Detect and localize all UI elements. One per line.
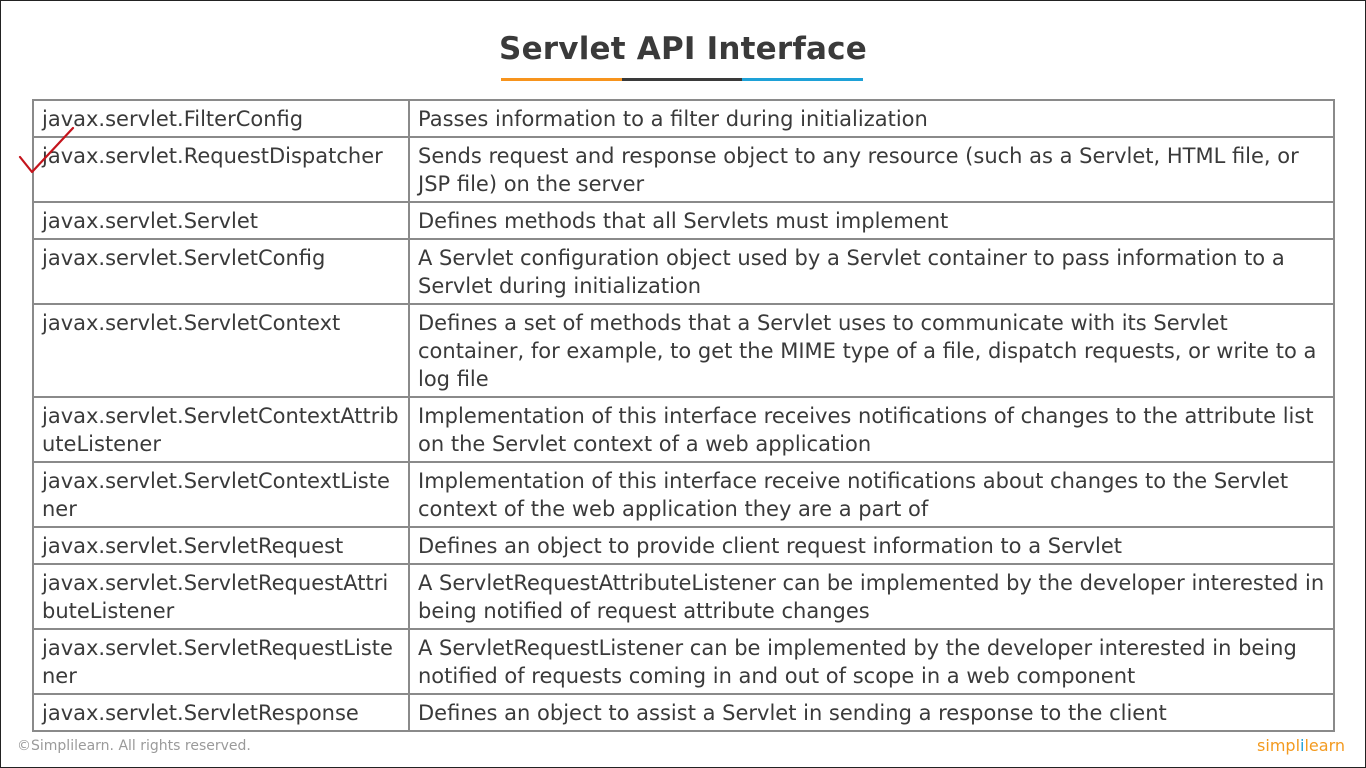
interface-description-cell: A ServletRequestAttributeListener can be… (408, 563, 1335, 630)
interface-description-cell: Defines methods that all Servlets must i… (408, 201, 1335, 240)
interface-description-cell: Defines an object to provide client requ… (408, 526, 1335, 565)
interface-name-cell: javax.servlet.ServletContextAttributeLis… (32, 396, 410, 463)
title-underline (501, 78, 864, 81)
logo-text-bar: i (1300, 736, 1305, 755)
table-row: javax.servlet.ServletRequestListener A S… (32, 628, 1335, 695)
interface-name-cell: javax.servlet.ServletRequest (32, 526, 410, 565)
table-row: javax.servlet.RequestDispatcher Sends re… (32, 136, 1335, 203)
interface-description-cell: Implementation of this interface receive… (408, 461, 1335, 528)
interface-name-cell: javax.servlet.ServletResponse (32, 693, 410, 732)
servlet-api-table: javax.servlet.FilterConfig Passes inform… (32, 99, 1335, 732)
table-row: javax.servlet.ServletResponse Defines an… (32, 693, 1335, 732)
interface-description-cell: A Servlet configuration object used by a… (408, 238, 1335, 305)
underline-segment-blue (742, 78, 864, 81)
table-row: javax.servlet.ServletContextAttributeLis… (32, 396, 1335, 463)
interface-name-cell: javax.servlet.Servlet (32, 201, 410, 240)
interface-description-cell: Implementation of this interface receive… (408, 396, 1335, 463)
underline-segment-dark (621, 78, 743, 81)
copyright-text: ©Simplilearn. All rights reserved. (17, 738, 251, 754)
interface-name-cell: javax.servlet.ServletRequestListener (32, 628, 410, 695)
interface-name-cell: javax.servlet.ServletContext (32, 303, 410, 398)
interface-description-cell: Defines a set of methods that a Servlet … (408, 303, 1335, 398)
table-row: javax.servlet.ServletContext Defines a s… (32, 303, 1335, 398)
interface-description-cell: Passes information to a filter during in… (408, 99, 1335, 138)
logo-text-left: simpl (1257, 736, 1301, 755)
red-checkmark-icon (18, 126, 75, 174)
interface-description-cell: Sends request and response object to any… (408, 136, 1335, 203)
slide-title: Servlet API Interface (499, 31, 867, 67)
table-row: javax.servlet.Servlet Defines methods th… (32, 201, 1335, 240)
interface-name-cell: javax.servlet.RequestDispatcher (32, 136, 410, 203)
interface-name-cell: javax.servlet.FilterConfig (32, 99, 410, 138)
table-row: javax.servlet.ServletRequestAttributeLis… (32, 563, 1335, 630)
table-row: javax.servlet.ServletContextListener Imp… (32, 461, 1335, 528)
interface-description-cell: Defines an object to assist a Servlet in… (408, 693, 1335, 732)
table-row: javax.servlet.ServletRequest Defines an … (32, 526, 1335, 565)
underline-segment-orange (501, 78, 622, 81)
table-row: javax.servlet.ServletConfig A Servlet co… (32, 238, 1335, 305)
interface-name-cell: javax.servlet.ServletConfig (32, 238, 410, 305)
interface-name-cell: javax.servlet.ServletRequestAttributeLis… (32, 563, 410, 630)
interface-description-cell: A ServletRequestListener can be implemen… (408, 628, 1335, 695)
table-row: javax.servlet.FilterConfig Passes inform… (32, 99, 1335, 138)
logo-text-right: learn (1304, 736, 1345, 755)
simplilearn-logo: simplilearn (1257, 736, 1345, 755)
interface-name-cell: javax.servlet.ServletContextListener (32, 461, 410, 528)
